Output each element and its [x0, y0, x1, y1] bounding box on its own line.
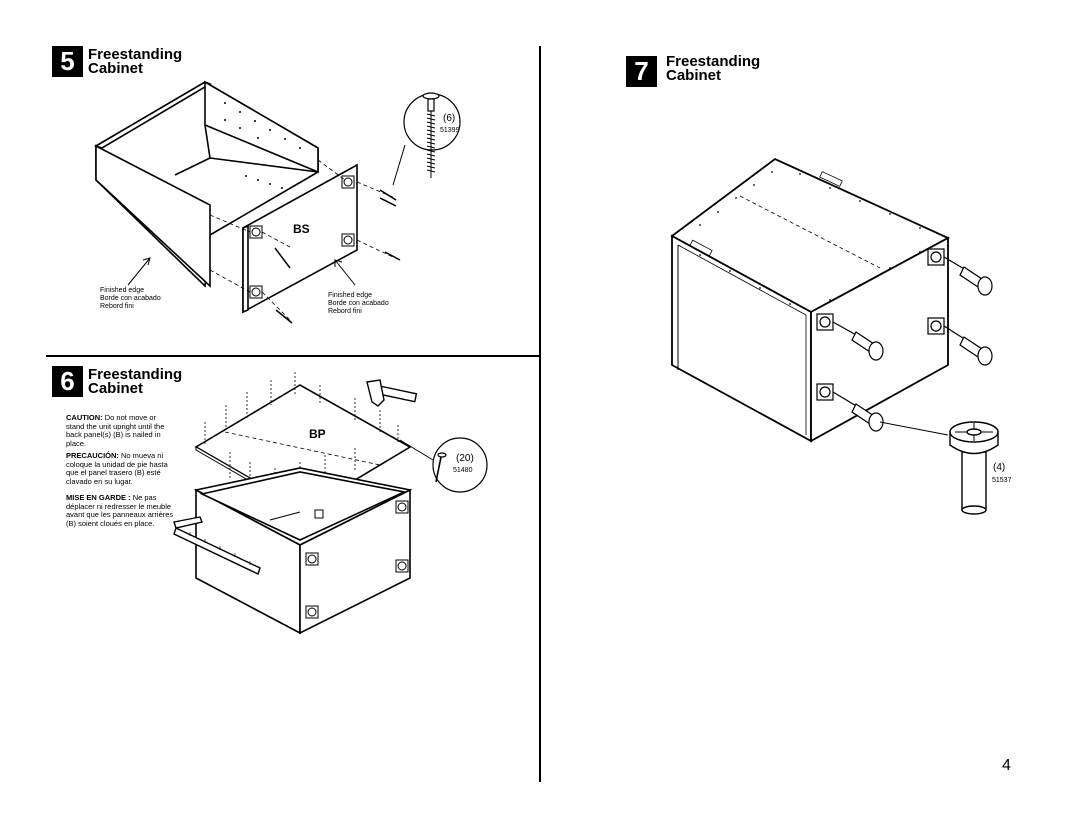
- nail-quantity: (20): [456, 453, 474, 464]
- nail-part-number: 51480: [453, 467, 473, 474]
- finished-edge-right-fr: Rebord fini: [328, 308, 362, 315]
- step-6-title: Freestanding Cabinet: [88, 366, 183, 397]
- caution-es-label: PRECAUCIÓN:: [66, 451, 119, 460]
- caution-es-text: No mueva ni coloque la unidad de pie has…: [66, 451, 168, 486]
- step-7-number: 7: [626, 56, 657, 87]
- screw-quantity: (6): [443, 113, 456, 124]
- step-5-title-line1: Freestanding: [88, 46, 183, 63]
- finished-edge-left-es: Borde con acabado: [100, 295, 161, 302]
- caution-french: MISE EN GARDE : Ne pas déplacer ni redre…: [66, 493, 176, 528]
- page-number: 4: [1002, 757, 1011, 774]
- finished-edge-right-en: Finished edge: [328, 292, 372, 299]
- step-5-number: 5: [52, 46, 83, 77]
- finished-edge-right-note: Finished edge Borde con acabado Rebord f…: [328, 292, 389, 316]
- finished-edge-left-fr: Rebord fini: [100, 303, 134, 310]
- step-7-title-line1: Freestanding: [666, 53, 761, 70]
- screw-part-number: 51399: [440, 127, 460, 134]
- finished-edge-left-en: Finished edge: [100, 287, 144, 294]
- caution-english: CAUTION: Do not move or stand the unit u…: [66, 413, 176, 448]
- caution-en-text: Do not move or stand the unit upright un…: [66, 413, 165, 448]
- foot-part-number: 51537: [992, 477, 1012, 484]
- step-5-title: Freestanding Cabinet: [88, 46, 183, 77]
- step-7-title: Freestanding Cabinet: [666, 53, 761, 84]
- finished-edge-left-note: Finished edge Borde con acabado Rebord f…: [100, 287, 161, 311]
- foot-quantity: (4): [993, 462, 1006, 473]
- finished-edge-right-es: Borde con acabado: [328, 300, 389, 307]
- step-6-title-line1: Freestanding: [88, 366, 183, 383]
- caution-fr-text: Ne pas déplacer ni redresser le meuble a…: [66, 493, 174, 528]
- step-7-title-line2: Cabinet: [666, 67, 722, 84]
- caution-en-label: CAUTION:: [66, 413, 103, 422]
- panel-bs-label: BS: [293, 222, 310, 236]
- caution-spanish: PRECAUCIÓN: No mueva ni coloque la unida…: [66, 451, 176, 486]
- step-5-title-line2: Cabinet: [88, 60, 144, 77]
- panel-bp-label: BP: [309, 427, 326, 441]
- caution-fr-label: MISE EN GARDE :: [66, 493, 131, 502]
- step-6-number: 6: [52, 366, 83, 397]
- step-6-title-line2: Cabinet: [88, 380, 144, 397]
